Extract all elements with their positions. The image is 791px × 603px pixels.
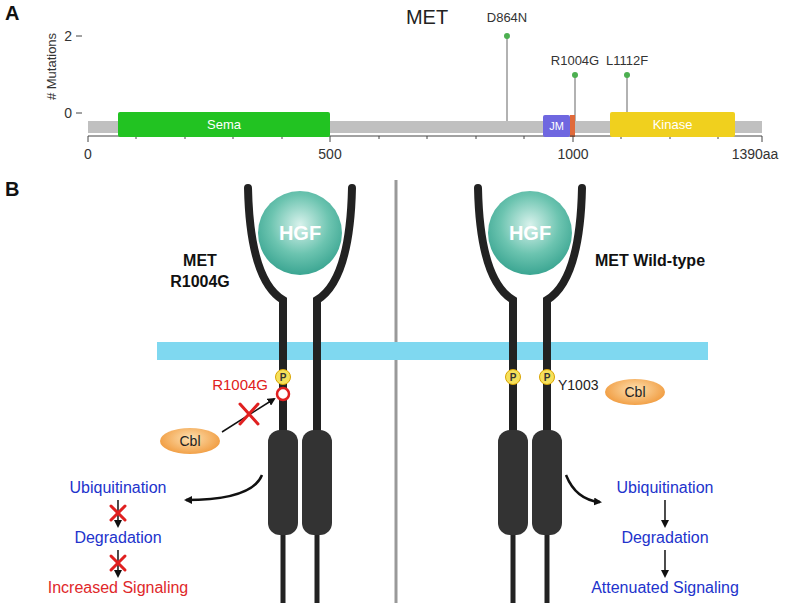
label-text: MET — [406, 6, 448, 29]
label-text: 1390aa — [732, 146, 779, 162]
node-text: P — [510, 372, 517, 383]
phospho-circle: P — [275, 369, 291, 385]
label-text: B — [5, 178, 19, 201]
label-text: Y1003 — [558, 377, 598, 393]
phospho-circle: P — [539, 369, 555, 385]
label-text: R1004G — [212, 376, 268, 393]
domain-box: JM — [543, 115, 570, 137]
phospho-circle: P — [505, 369, 521, 385]
node-text: JM — [549, 120, 564, 132]
label-text: 2 — [64, 28, 72, 44]
flow-arrow — [664, 500, 666, 526]
node-text: Cbl — [179, 433, 200, 449]
label-text: R1004G — [551, 53, 599, 68]
mutation-stripe — [570, 115, 575, 137]
flow-arrow — [664, 550, 666, 576]
process-step: Degradation — [71, 528, 164, 548]
curved-arrow — [566, 475, 600, 502]
label-text: 500 — [318, 146, 341, 162]
blocked-binding-arrow — [222, 399, 274, 432]
label-text: D864N — [487, 10, 527, 25]
process-step: Degradation — [618, 528, 711, 548]
y-axis — [76, 36, 82, 113]
receptor-wild-type — [478, 188, 582, 603]
node-text: HGF — [509, 222, 551, 245]
panel-divider — [395, 180, 398, 603]
node-text: HGF — [279, 222, 321, 245]
label-text: MET R1004G — [158, 250, 242, 292]
label-text: 1000 — [557, 146, 588, 162]
node-text: Degradation — [621, 529, 708, 547]
node-text: P — [280, 372, 287, 383]
process-step: Ubiquitination — [67, 478, 170, 498]
label-text: 0 — [84, 146, 92, 162]
domain-box: Sema — [118, 112, 330, 137]
label-text: MET Wild-type — [594, 250, 706, 271]
receptor-mutant — [248, 188, 352, 603]
block-mark — [240, 404, 258, 424]
ligand-circle: HGF — [488, 191, 572, 275]
domain-box: Kinase — [610, 112, 735, 137]
mutation-site — [277, 388, 289, 400]
node-text: Sema — [207, 117, 241, 132]
label-text: A — [5, 2, 19, 25]
node-text: Attenuated Signaling — [591, 579, 739, 597]
cell-membrane — [157, 342, 708, 360]
kinase-domains-wild-type — [498, 430, 562, 535]
label-text: # Mutations — [44, 32, 59, 99]
ligand-circle: HGF — [258, 191, 342, 275]
label-text: L1112F — [606, 53, 648, 68]
cbl-oval: Cbl — [160, 428, 220, 454]
node-text: Kinase — [653, 117, 693, 132]
label-text: 0 — [64, 105, 72, 121]
process-step: Ubiquitination — [614, 478, 717, 498]
process-result: Attenuated Signaling — [588, 578, 742, 598]
lollipop-stems — [507, 36, 627, 121]
kinase-domains-mutant — [268, 430, 332, 535]
node-text: Ubiquitination — [70, 479, 167, 497]
curved-arrow — [186, 475, 262, 500]
cbl-oval: Cbl — [605, 379, 665, 405]
node-text: Ubiquitination — [617, 479, 714, 497]
node-text: Cbl — [624, 384, 645, 400]
process-result: Increased Signaling — [45, 578, 192, 598]
node-text: Degradation — [74, 529, 161, 547]
node-text: Increased Signaling — [48, 579, 189, 597]
node-text: P — [544, 372, 551, 383]
